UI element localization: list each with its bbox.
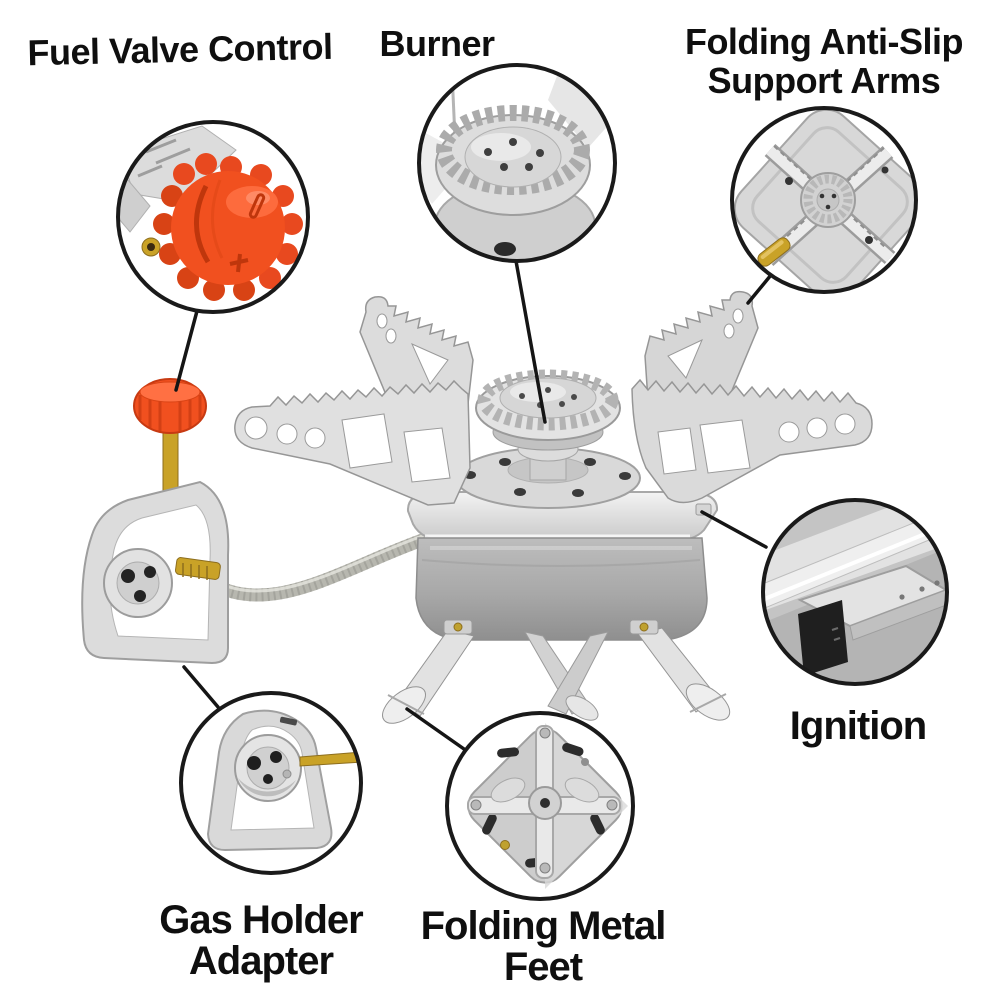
ignition-circle bbox=[761, 498, 949, 686]
leader-lines bbox=[174, 259, 773, 751]
support-arm-front-right bbox=[631, 378, 873, 504]
label-support-arms: Folding Anti-Slip Support Arms bbox=[684, 21, 964, 101]
label-line-2: Feet bbox=[503, 945, 583, 989]
leader-burner bbox=[514, 259, 547, 424]
label-line-1: Folding Anti-Slip bbox=[684, 21, 964, 62]
label-line-2: Adapter bbox=[188, 939, 334, 983]
label-line-2: Support Arms bbox=[707, 60, 941, 101]
folding-legs bbox=[382, 619, 731, 724]
label-ignition: Ignition bbox=[789, 704, 927, 748]
leader-gas-holder bbox=[182, 665, 220, 709]
burner-callout bbox=[417, 63, 617, 263]
ignition-button bbox=[695, 503, 712, 516]
label-text: Fuel Valve Control bbox=[27, 25, 333, 74]
label-gas-holder-adapter: Gas Holder Adapter bbox=[159, 898, 363, 983]
label-text: Ignition bbox=[789, 704, 927, 748]
support-arms-circle bbox=[730, 106, 918, 294]
fuel-valve-callout bbox=[116, 120, 310, 314]
label-text: Burner bbox=[379, 23, 495, 64]
fuel-valve-knob-zoom bbox=[153, 153, 303, 301]
gas-holder-circle bbox=[179, 691, 363, 875]
burner-assembly bbox=[455, 369, 641, 509]
label-fuel-valve-control: Fuel Valve Control bbox=[27, 25, 333, 74]
stove-illustration bbox=[81, 290, 873, 724]
leader-ignition bbox=[700, 510, 768, 549]
support-arm-front-left bbox=[234, 379, 471, 506]
gas-holder-callout bbox=[179, 691, 363, 875]
stove-top-plate bbox=[406, 491, 719, 542]
fuel-hose bbox=[190, 531, 431, 602]
feet-circle bbox=[445, 711, 635, 901]
leader-fuel-valve bbox=[174, 309, 199, 392]
label-burner: Burner bbox=[379, 23, 495, 64]
burner-circle bbox=[417, 63, 617, 263]
leader-feet bbox=[405, 707, 466, 751]
label-folding-metal-feet: Folding Metal Feet bbox=[420, 904, 667, 989]
leader-support-arms bbox=[746, 273, 773, 305]
label-line-1: Gas Holder bbox=[159, 898, 363, 942]
stove-body bbox=[415, 537, 708, 641]
fuel-valve-circle bbox=[116, 120, 310, 314]
valve-assembly bbox=[81, 378, 230, 665]
ignition-callout bbox=[761, 498, 949, 686]
feet-callout bbox=[445, 711, 635, 901]
support-arms-callout bbox=[730, 106, 918, 294]
fuel-valve-knob bbox=[133, 378, 207, 434]
label-line-1: Folding Metal bbox=[420, 904, 667, 948]
